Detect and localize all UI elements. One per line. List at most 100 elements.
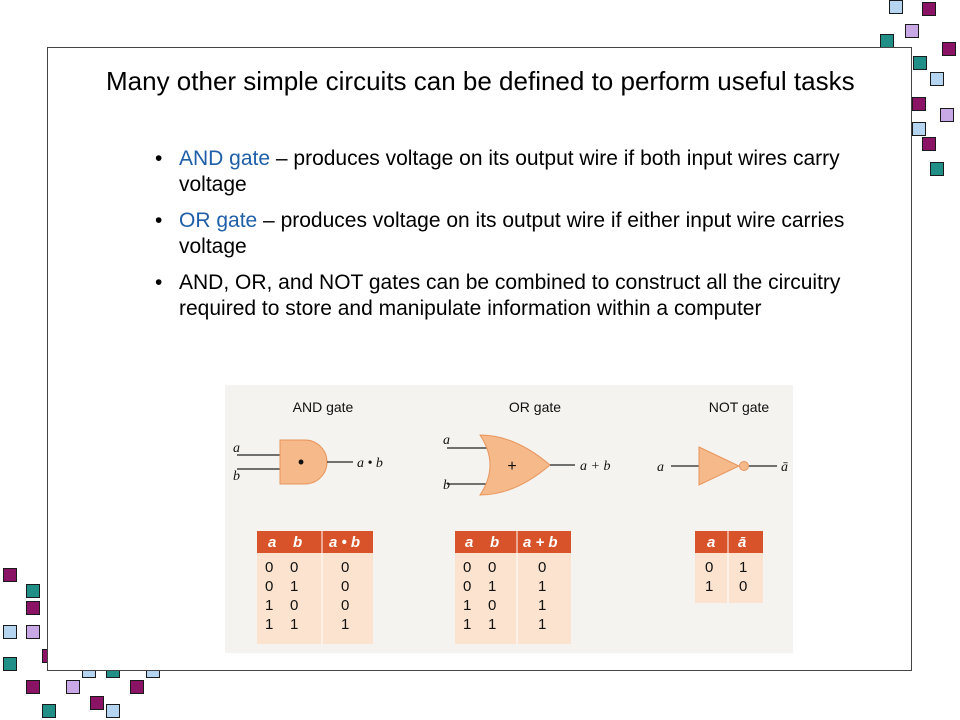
not-truth-table: a ā 0 1 1 0	[695, 531, 763, 603]
not-gate-title: NOT gate	[709, 399, 770, 415]
table-cell: 1	[290, 578, 298, 595]
table-cell: 1	[538, 578, 546, 595]
and-output-label: a • b	[357, 456, 383, 471]
bullet-term: AND gate	[179, 147, 271, 170]
bullet-term: OR gate	[179, 209, 258, 232]
bullet-list: • AND gate – produces voltage on its out…	[155, 146, 895, 332]
deco-square	[922, 2, 936, 16]
table-header-bg	[695, 531, 763, 553]
table-cell: 1	[341, 616, 349, 633]
table-cell: 0	[341, 597, 349, 614]
table-cell: 0	[290, 559, 298, 576]
bullet-text: – produces voltage on its output wire if…	[179, 147, 840, 196]
and-symbol: •	[298, 452, 304, 472]
logic-gates-figure: AND gate a b • a • b OR gate a b + a + b…	[225, 385, 793, 653]
deco-square	[66, 680, 80, 694]
deco-square	[26, 625, 40, 639]
table-cell: 1	[488, 616, 496, 633]
or-input-b-label: b	[443, 478, 450, 493]
deco-square	[913, 56, 927, 70]
bullet-dot: •	[155, 271, 163, 294]
not-gate: NOT gate a ā	[657, 399, 788, 486]
table-header-cell: a + b	[523, 534, 558, 551]
table-header-cell: a	[707, 534, 715, 551]
deco-square	[90, 696, 104, 710]
or-gate-body	[479, 434, 551, 496]
bullet-dot: •	[155, 209, 163, 232]
table-cell: 0	[488, 597, 496, 614]
not-gate-body	[698, 446, 741, 486]
table-cell: 1	[538, 597, 546, 614]
or-gate-title: OR gate	[509, 399, 561, 415]
gates-diagram: AND gate a b • a • b OR gate a b + a + b…	[233, 399, 788, 644]
table-cell: 0	[341, 559, 349, 576]
deco-square	[3, 568, 17, 582]
table-cell: 0	[705, 559, 713, 576]
not-input-label: a	[657, 460, 664, 475]
table-cell: 0	[463, 559, 471, 576]
not-output-label: ā	[781, 460, 788, 475]
and-truth-table: a b a • b 0 0 0 0 1 0 1 0 0 1 1 1	[257, 531, 373, 644]
table-cell: 1	[739, 559, 747, 576]
table-cell: 0	[265, 559, 273, 576]
table-cell: 1	[265, 597, 273, 614]
or-gate: OR gate a b + a + b	[443, 399, 610, 496]
table-cell: 1	[265, 616, 273, 633]
and-gate-body	[279, 439, 328, 485]
deco-square	[26, 680, 40, 694]
deco-square	[930, 72, 944, 86]
and-input-a-label: a	[233, 441, 240, 456]
table-header-cell: a • b	[329, 534, 360, 551]
deco-square	[905, 24, 919, 38]
table-header-cell: b	[490, 534, 499, 551]
deco-square	[26, 601, 40, 615]
bullet-item: • AND, OR, and NOT gates can be combined…	[155, 270, 895, 322]
table-cell: 1	[488, 578, 496, 595]
table-cell: 0	[739, 578, 747, 595]
or-symbol: +	[507, 458, 516, 475]
deco-square	[42, 704, 56, 718]
table-cell: 0	[538, 559, 546, 576]
table-header-cell: ā	[738, 534, 746, 551]
table-cell: 0	[341, 578, 349, 595]
table-header-bg	[455, 531, 571, 553]
or-truth-table: a b a + b 0 0 0 0 1 1 1 0 1 1 1 1	[455, 531, 571, 644]
deco-square	[130, 680, 144, 694]
table-cell: 1	[463, 597, 471, 614]
table-cell: 1	[705, 578, 713, 595]
table-cell: 0	[463, 578, 471, 595]
not-bubble	[739, 461, 749, 471]
bullet-dot: •	[155, 147, 163, 170]
deco-square	[930, 162, 944, 176]
table-cell: 0	[290, 597, 298, 614]
table-cell: 1	[538, 616, 546, 633]
deco-square	[912, 122, 926, 136]
table-header-cell: a	[465, 534, 473, 551]
deco-square	[3, 625, 17, 639]
and-gate-title: AND gate	[293, 399, 354, 415]
table-header-bg	[257, 531, 373, 553]
bullet-text: – produces voltage on its output wire if…	[179, 209, 845, 258]
deco-square	[912, 97, 926, 111]
or-output-label: a + b	[580, 459, 610, 474]
and-input-b-label: b	[233, 469, 240, 484]
deco-square	[106, 704, 120, 718]
deco-square	[940, 108, 954, 122]
table-header-cell: b	[293, 534, 302, 551]
or-input-a-label: a	[443, 433, 450, 448]
deco-square	[922, 137, 936, 151]
table-cell: 1	[463, 616, 471, 633]
bullet-item: • AND gate – produces voltage on its out…	[155, 146, 895, 198]
deco-square	[889, 0, 903, 14]
bullet-item: • OR gate – produces voltage on its outp…	[155, 208, 895, 260]
bullet-text: AND, OR, and NOT gates can be combined t…	[179, 271, 841, 320]
deco-square	[880, 34, 894, 48]
deco-square	[3, 657, 17, 671]
table-header-cell: a	[268, 534, 276, 551]
table-cell: 1	[290, 616, 298, 633]
and-gate: AND gate a b • a • b	[233, 399, 383, 485]
deco-square	[26, 584, 40, 598]
deco-square	[942, 42, 956, 56]
main-point: Many other simple circuits can be define…	[106, 66, 855, 96]
table-cell: 0	[488, 559, 496, 576]
